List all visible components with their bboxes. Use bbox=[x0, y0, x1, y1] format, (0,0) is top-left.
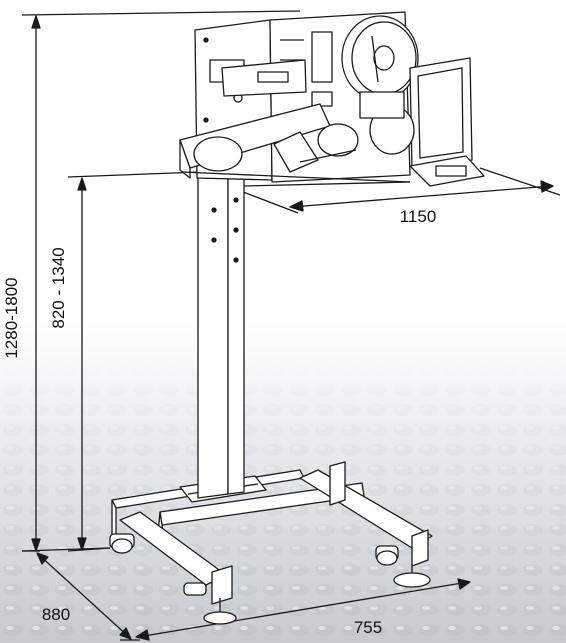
dimension-table-height bbox=[67, 171, 201, 552]
applicator-head bbox=[273, 91, 415, 173]
table-platform bbox=[181, 171, 411, 187]
dimension-base-depth bbox=[22, 550, 140, 641]
applicator-beam bbox=[179, 103, 331, 179]
support-column bbox=[197, 153, 245, 499]
label-base-width: 755 bbox=[354, 618, 382, 637]
leveling-foot-front-right bbox=[393, 566, 431, 588]
label-roll bbox=[341, 15, 419, 101]
label-table-height: 820 - 1340 bbox=[49, 247, 68, 328]
arm-bracket bbox=[221, 59, 307, 97]
control-keypad bbox=[409, 155, 485, 187]
caster-wheel-rear-right bbox=[375, 545, 399, 566]
dimension-base-width bbox=[135, 578, 471, 641]
dimension-overall-height bbox=[21, 10, 301, 552]
label-base-depth: 880 bbox=[42, 605, 70, 624]
label-table-width: 1150 bbox=[400, 207, 437, 226]
label-overall-height: 1280-1800 bbox=[2, 277, 21, 358]
dimension-table-width bbox=[237, 167, 561, 214]
leveling-foot-front-left bbox=[183, 582, 237, 625]
caster-wheel-rear-left bbox=[109, 533, 135, 554]
monitor-screen bbox=[409, 57, 473, 169]
